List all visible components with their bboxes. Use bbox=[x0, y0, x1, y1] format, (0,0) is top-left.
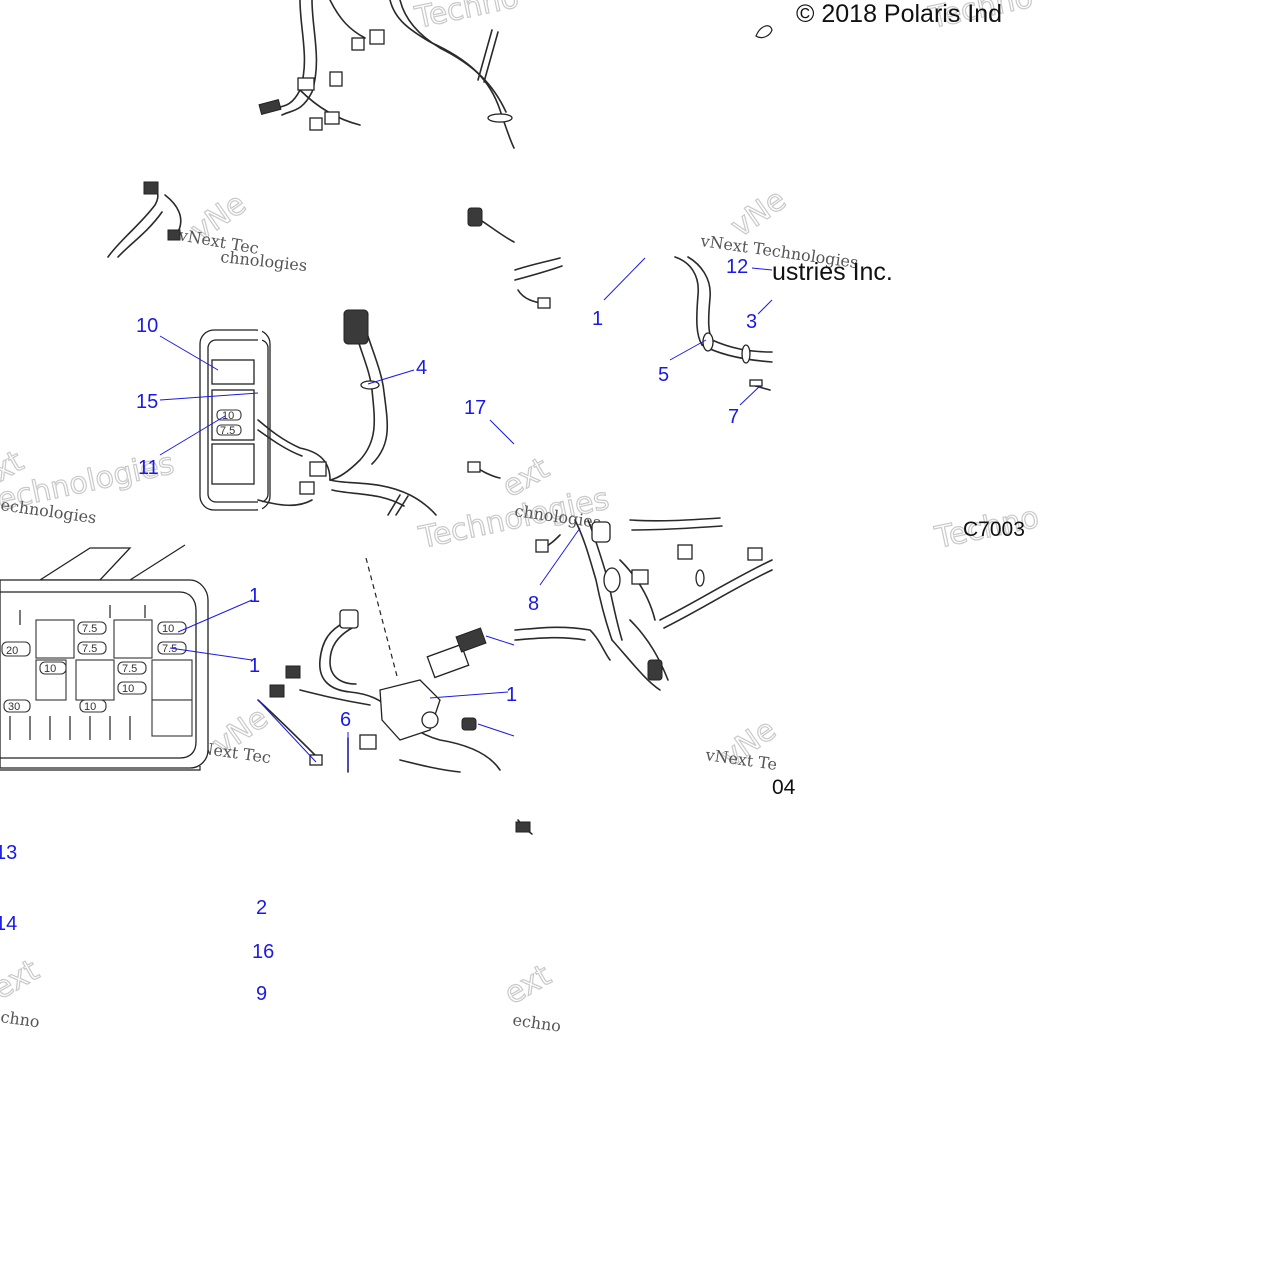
callout-4: 4 bbox=[416, 357, 427, 379]
clip-icon bbox=[695, 569, 705, 587]
fuse-label: 10 bbox=[84, 701, 96, 713]
clip-icon bbox=[749, 379, 763, 387]
watermark-techno-top: Techno bbox=[411, 0, 522, 36]
connector-icon bbox=[309, 754, 323, 766]
connector-icon bbox=[359, 734, 377, 750]
leader-lines bbox=[159, 257, 773, 770]
fuse-label: 10 bbox=[122, 683, 134, 695]
callout-10: 10 bbox=[136, 315, 158, 337]
connector-icon bbox=[369, 29, 385, 45]
connector-icon bbox=[258, 98, 282, 116]
connector-icon bbox=[297, 77, 315, 91]
callout-12: 12 bbox=[726, 256, 748, 278]
callout-labels: 10 15 11 4 17 1 5 12 3 7 8 6 1 1 1 13 14… bbox=[0, 256, 757, 1005]
callout-13: 13 bbox=[0, 842, 17, 864]
connector-icon bbox=[535, 539, 549, 553]
clip-icon bbox=[487, 113, 513, 123]
fuse-label: 30 bbox=[8, 701, 20, 713]
connector-icon bbox=[515, 821, 531, 833]
callout-15: 15 bbox=[136, 391, 158, 413]
connector-icon bbox=[167, 229, 181, 241]
drawing-code: C7003 bbox=[963, 518, 1025, 541]
label-plate-icon bbox=[455, 627, 487, 653]
fuse-box-side-view: 10 7.5 bbox=[199, 325, 271, 515]
connector-icon bbox=[143, 181, 159, 195]
connector-icon bbox=[269, 684, 285, 698]
copyright-text: © 2018 Polaris Ind bbox=[796, 0, 1002, 28]
watermark-ext-bottom-left: ext bbox=[0, 953, 45, 1007]
connector-icon bbox=[339, 609, 359, 629]
drawing-code-fragment: 04 bbox=[772, 776, 796, 799]
callout-1-relay: 1 bbox=[506, 684, 517, 706]
watermark-chno-bottom-left: chno bbox=[0, 1007, 41, 1031]
callout-3: 3 bbox=[746, 311, 757, 333]
clip-icon bbox=[603, 567, 621, 593]
fuse-label: 7.5 bbox=[82, 643, 97, 655]
harness-right-section bbox=[514, 256, 773, 391]
harness-top-section bbox=[258, 0, 773, 149]
connector-icon bbox=[299, 481, 315, 495]
connector-icon bbox=[647, 659, 663, 681]
connector-icon bbox=[537, 297, 551, 309]
clip-icon bbox=[702, 332, 714, 352]
harness-rear-section bbox=[514, 517, 773, 835]
clip-icon bbox=[741, 344, 751, 364]
relay-bracket-icon bbox=[379, 679, 441, 741]
fuse-label: 7.5 bbox=[122, 663, 137, 675]
grommet-icon bbox=[467, 207, 483, 227]
fuse-label: 7.5 bbox=[220, 425, 235, 437]
harness-center-section bbox=[257, 309, 501, 516]
callout-1-fusebox-b: 1 bbox=[249, 655, 260, 677]
copyright-fragment: ustries Inc. bbox=[772, 258, 893, 286]
fuse-box-top-view: 7.5 7.5 20 10 7.5 10 10 7.5 30 10 bbox=[0, 544, 209, 771]
callout-2: 2 bbox=[256, 897, 267, 919]
watermark-chno-bottom-mid: echno bbox=[511, 1010, 562, 1036]
connector-icon bbox=[324, 111, 340, 125]
connector-icon bbox=[677, 544, 693, 560]
grommet-icon bbox=[421, 711, 439, 729]
watermark-ext-bottom-mid: ext bbox=[499, 958, 558, 1012]
grommet-icon bbox=[461, 717, 477, 731]
fuse-label: 10 bbox=[222, 410, 234, 422]
fuse-label: 10 bbox=[44, 663, 56, 675]
callout-7: 7 bbox=[728, 406, 739, 428]
fuse-label: 7.5 bbox=[82, 623, 97, 635]
connector-icon bbox=[309, 461, 327, 477]
fuse-label: 10 bbox=[162, 623, 174, 635]
connector-icon bbox=[343, 309, 369, 345]
connector-icon bbox=[631, 569, 649, 585]
callout-1-fusebox-a: 1 bbox=[249, 585, 260, 607]
callout-1: 1 bbox=[592, 308, 603, 330]
clip-icon bbox=[360, 380, 380, 390]
tile-seams bbox=[257, 256, 259, 258]
connector-icon bbox=[309, 117, 323, 131]
callout-17: 17 bbox=[464, 397, 486, 419]
watermark-layer: Techno vNe vNext Tec chnologies vNe vNex… bbox=[0, 0, 1043, 1036]
connector-icon bbox=[747, 547, 763, 561]
callout-5: 5 bbox=[658, 364, 669, 386]
harness-lower-section bbox=[257, 557, 501, 773]
callout-6: 6 bbox=[340, 709, 351, 731]
fuse-label: 20 bbox=[6, 645, 18, 657]
connector-icon bbox=[285, 665, 301, 679]
harness-left-section bbox=[107, 181, 515, 258]
fuse-label: 7.5 bbox=[162, 643, 177, 655]
watermark-chnologies-small: chnologies bbox=[220, 247, 309, 275]
module-icon bbox=[426, 643, 470, 679]
connector-icon bbox=[329, 71, 343, 87]
callout-16: 16 bbox=[252, 941, 274, 963]
connector-icon bbox=[467, 461, 481, 473]
connector-icon bbox=[351, 37, 365, 51]
connector-icon bbox=[591, 521, 611, 543]
callout-14: 14 bbox=[0, 913, 17, 935]
callout-9: 9 bbox=[256, 983, 267, 1005]
clip-icon bbox=[755, 25, 773, 39]
callout-8: 8 bbox=[528, 593, 539, 615]
callout-11: 11 bbox=[138, 457, 159, 479]
